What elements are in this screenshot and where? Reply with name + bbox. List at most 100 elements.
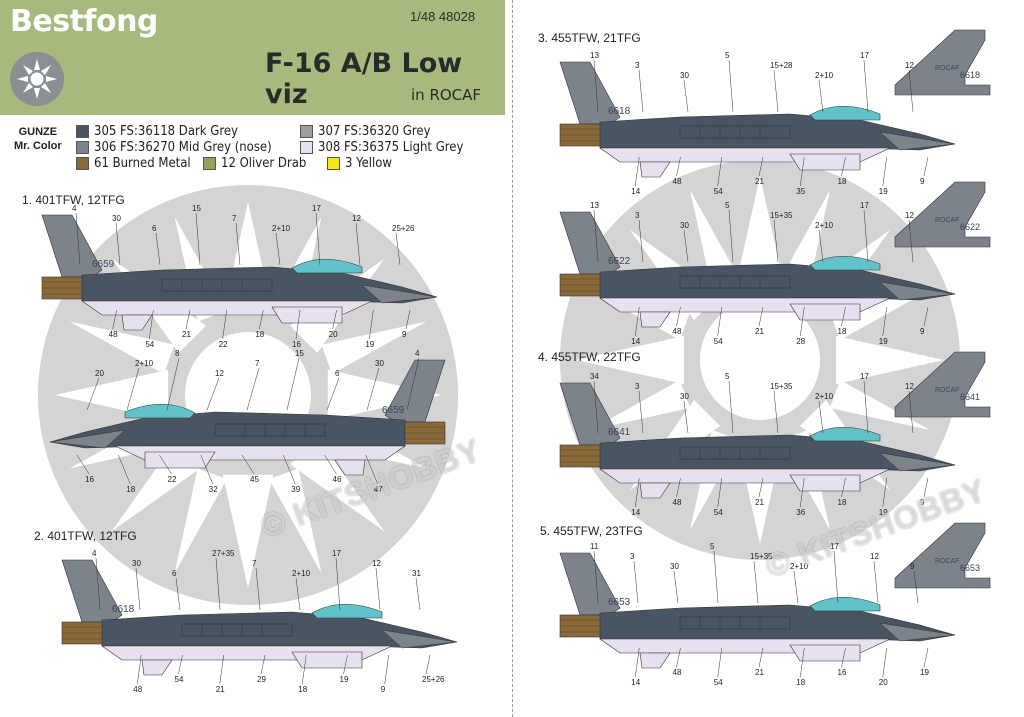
callout-leader-line xyxy=(635,156,640,187)
callout-leader-line xyxy=(873,560,879,604)
callout-number: 17 xyxy=(860,201,869,210)
header-banner: Bestfong 1/48 48028 F-16 A/B Low viz in … xyxy=(0,0,505,115)
callout-leader-line xyxy=(638,219,644,263)
callout-leader-line xyxy=(302,654,307,685)
callout-number: 3 xyxy=(635,211,640,220)
callout-leader-line xyxy=(395,232,401,266)
callout-number: 7 xyxy=(232,214,237,223)
callout-number: 7 xyxy=(252,559,257,568)
callout-leader-line xyxy=(728,380,734,434)
callout-number: 30 xyxy=(680,71,689,80)
callout-leader-line xyxy=(175,577,181,611)
callout-number: 15 xyxy=(192,204,201,213)
callout-leader-line xyxy=(635,306,640,337)
callout-leader-line xyxy=(246,367,260,411)
callout-leader-line xyxy=(676,477,681,498)
callout-leader-line xyxy=(773,69,779,113)
callout-number: 46 xyxy=(333,475,342,484)
callout-number: 54 xyxy=(714,187,723,196)
fin-serial-3: 6618 xyxy=(960,70,980,80)
callout-leader-line xyxy=(166,357,180,411)
callout-number: 15 xyxy=(295,349,304,358)
legend-item-306: 306 FS:36270 Mid Grey (nose) xyxy=(76,140,272,155)
callout-leader-line xyxy=(425,654,431,675)
callout-leader-line xyxy=(241,454,255,475)
callout-number: 9 xyxy=(920,327,925,336)
section-4-heading: 4. 455TFW, 22TFG xyxy=(538,350,641,364)
serial-2: 6618 xyxy=(112,604,135,615)
callout-leader-line xyxy=(882,156,887,187)
callout-number: 8 xyxy=(175,349,180,358)
section-2-heading: 2. 401TFW, 12TFG xyxy=(34,529,137,543)
callout-leader-line xyxy=(355,222,361,266)
callout-leader-line xyxy=(683,400,689,434)
callout-number: 47 xyxy=(374,485,383,494)
callout-leader-line xyxy=(593,59,599,113)
callout-leader-line xyxy=(86,377,100,411)
callout-number: 35 xyxy=(796,187,805,196)
callout-number: 15+35 xyxy=(770,382,793,391)
callout-number: 18 xyxy=(255,330,264,339)
callout-leader-line xyxy=(283,454,296,485)
sheet-subtitle: in ROCAF xyxy=(411,86,482,104)
callout-number: 2+10 xyxy=(135,359,154,368)
callout-leader-line xyxy=(908,69,914,113)
callout-number: 54 xyxy=(145,340,154,349)
callout-number: 2+10 xyxy=(815,71,834,80)
swatch xyxy=(300,125,313,138)
serial-4: 6622 xyxy=(608,256,631,267)
aircraft-4-profile xyxy=(559,211,956,328)
callout-number: 39 xyxy=(291,485,300,494)
callout-leader-line xyxy=(415,577,421,611)
callout-number: 5 xyxy=(725,372,730,381)
callout-number: 34 xyxy=(590,372,599,381)
callout-number: 12 xyxy=(352,214,361,223)
callout-leader-line xyxy=(200,454,213,485)
callout-leader-line xyxy=(126,367,140,411)
callout-leader-line xyxy=(841,306,846,327)
callout-number: 48 xyxy=(109,330,118,339)
callout-number: 15+28 xyxy=(770,61,793,70)
callout-leader-line xyxy=(753,560,759,604)
callout-number: 9 xyxy=(920,177,925,186)
callout-leader-line xyxy=(800,156,805,187)
callout-leader-line xyxy=(713,550,719,604)
callout-leader-line xyxy=(286,357,300,411)
callout-leader-line xyxy=(178,654,183,675)
callout-number: 14 xyxy=(631,508,640,517)
callout-number: 5 xyxy=(710,542,715,551)
aircraft-3-profile xyxy=(559,61,956,178)
callout-leader-line xyxy=(326,377,340,411)
callout-number: 32 xyxy=(209,485,218,494)
callout-number: 12 xyxy=(372,559,381,568)
callout-leader-line xyxy=(923,477,929,498)
callout-number: 54 xyxy=(714,508,723,517)
swatch xyxy=(76,125,89,138)
callout-leader-line xyxy=(406,357,420,411)
callout-number: 17 xyxy=(860,51,869,60)
callout-leader-line xyxy=(76,454,90,475)
callout-number: 5 xyxy=(725,201,730,210)
callout-leader-line xyxy=(673,570,679,604)
callout-number: 5 xyxy=(725,51,730,60)
callout-leader-line xyxy=(384,654,389,685)
callout-number: 2+10 xyxy=(815,392,834,401)
callout-number: 17 xyxy=(860,372,869,381)
callout-number: 30 xyxy=(680,392,689,401)
callout-leader-line xyxy=(275,232,281,266)
callout-leader-line xyxy=(185,309,191,330)
legend-heading-line: Mr. Color xyxy=(14,140,62,152)
callout-leader-line xyxy=(800,647,805,678)
serial-5: 6641 xyxy=(608,427,631,438)
callout-number: 20 xyxy=(329,330,338,339)
callout-number: 21 xyxy=(755,668,764,677)
callout-leader-line xyxy=(923,156,929,177)
callout-number: 20 xyxy=(95,369,104,378)
aircraft-1-profile xyxy=(41,214,438,331)
callout-number: 15+35 xyxy=(750,552,773,561)
callout-leader-line xyxy=(633,560,639,604)
callout-number: 6 xyxy=(335,369,340,378)
legend-label: 12 Oliver Drab xyxy=(221,156,307,171)
callout-leader-line xyxy=(95,557,101,611)
callout-leader-line xyxy=(375,567,381,611)
